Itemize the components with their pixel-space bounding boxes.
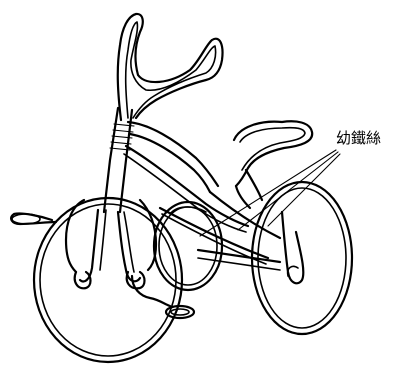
callout-lines bbox=[199, 149, 341, 237]
rear-wheel-left bbox=[152, 200, 224, 292]
rear-axle bbox=[196, 248, 282, 271]
front-axle-loops bbox=[73, 270, 146, 290]
handlebar bbox=[116, 12, 224, 122]
head-tube bbox=[102, 106, 135, 214]
pedal-left bbox=[10, 212, 58, 226]
front-wheel bbox=[32, 196, 184, 364]
pedal-bottom bbox=[130, 274, 196, 320]
front-fork bbox=[64, 198, 158, 283]
frame bbox=[123, 120, 282, 265]
callout-label: 幼鐵絲 bbox=[336, 129, 381, 147]
